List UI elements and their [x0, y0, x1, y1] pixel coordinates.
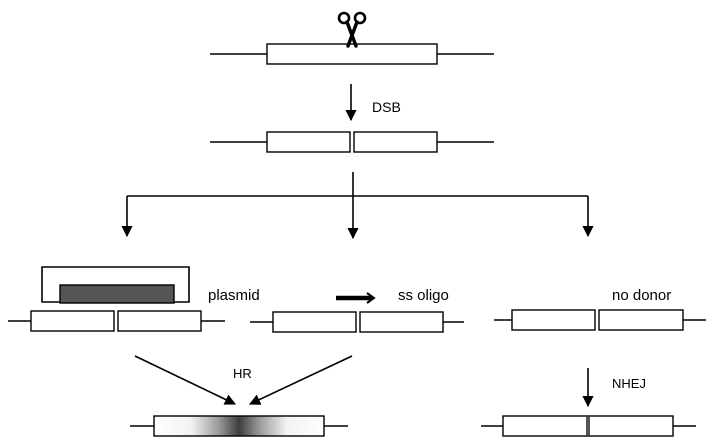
ss-oligo-label: ss oligo — [398, 287, 449, 304]
dsb-label: DSB — [372, 99, 401, 115]
broken-locus — [210, 131, 494, 153]
hr-label: HR — [233, 366, 252, 381]
plasmid-donor — [41, 266, 190, 304]
plasmid-target-locus — [8, 310, 225, 332]
plasmid-label: plasmid — [208, 287, 260, 304]
no-donor-label: no donor — [612, 287, 671, 304]
nhej-label: NHEJ — [612, 376, 646, 391]
scissors-icon — [337, 11, 367, 48]
indel-mark — [586, 416, 590, 436]
no-donor-target-locus — [494, 309, 706, 331]
intact-locus — [210, 43, 494, 65]
hr-arrow-left — [134, 355, 237, 405]
homology-insert — [59, 284, 175, 304]
hr-arrow-right — [248, 355, 353, 405]
hr-repaired-locus — [130, 415, 348, 437]
branch-arrows — [121, 172, 594, 240]
nhej-repaired-locus — [481, 415, 696, 437]
ss-oligo-target-locus — [250, 311, 464, 333]
